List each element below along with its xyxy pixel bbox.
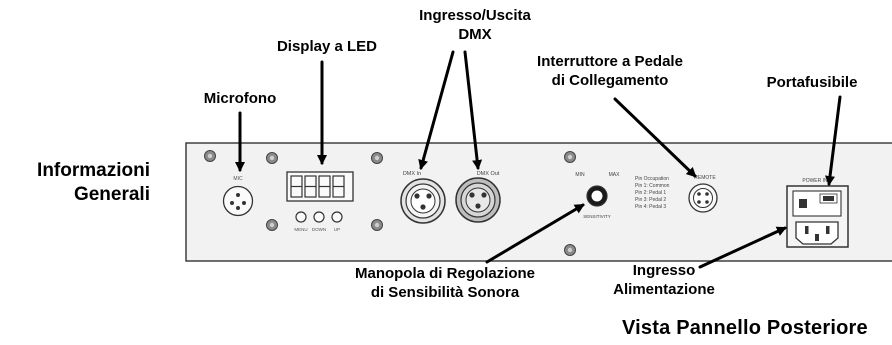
microphone-port: MIC — [222, 176, 254, 217]
arrow-sensitivity — [485, 203, 585, 264]
pin-line-3: Pin 3: Pedal 2 — [635, 197, 666, 203]
down-button-label: DOWN — [312, 227, 326, 232]
up-button[interactable] — [331, 211, 343, 223]
callout-led-display: Display a LED — [276, 38, 378, 55]
led-display — [286, 171, 354, 202]
mic-label: MIC — [233, 176, 243, 182]
remote-label: REMOTE — [694, 175, 716, 181]
callout-microphone: Microfono — [203, 90, 277, 107]
dmx-out-connector: DMX Out — [455, 171, 501, 223]
menu-button-label: MENU — [294, 227, 307, 232]
power-in-label: POWER IN — [802, 178, 828, 184]
pin-line-4: Pin 4: Pedal 3 — [635, 204, 666, 210]
pin-occupation-text: Pin Occupation Pin 1: Common Pin 2: Peda… — [635, 176, 670, 210]
section-title-line2: Generali — [73, 184, 150, 205]
arrow-dmx-out — [463, 50, 483, 170]
callout-fuse-holder: Portafusibile — [766, 74, 858, 91]
callout-dmx: Ingresso/Uscita DMX — [419, 7, 531, 43]
sensitivity-knob[interactable] — [586, 185, 608, 207]
arrow-fuse-holder — [825, 95, 842, 186]
down-button[interactable] — [313, 211, 325, 223]
dmx-out-label: DMX Out — [477, 171, 500, 177]
knob-label: SENSITIVITY — [583, 214, 611, 219]
callout-power-input: Ingresso Alimentazione — [613, 262, 715, 298]
view-title: Vista Pannello Posteriore — [622, 317, 868, 339]
fuse-holder — [819, 193, 838, 204]
callout-footswitch: Interruttore a Pedale di Collegamento — [537, 53, 683, 89]
menu-button[interactable] — [295, 211, 307, 223]
footswitch-connector: REMOTE — [688, 175, 718, 213]
arrow-footswitch — [613, 97, 697, 178]
knob-min-label: MIN — [575, 172, 585, 178]
callout-sensitivity-knob: Manopola di Regolazione di Sensibilità S… — [354, 265, 535, 301]
arrow-power-input — [698, 226, 787, 269]
knob-max-label: MAX — [609, 172, 621, 178]
up-button-label: UP — [334, 227, 340, 232]
rear-panel — [185, 142, 892, 262]
section-title-line1: Informazioni — [37, 160, 150, 181]
arrow-dmx-in — [418, 50, 455, 170]
power-inlet: POWER IN — [786, 178, 849, 248]
pin-line-2: Pin 2: Pedal 1 — [635, 190, 666, 196]
dmx-in-label: DMX In — [403, 171, 421, 177]
dmx-in-connector: DMX In — [400, 171, 446, 224]
pin-line-1: Pin 1: Common — [635, 183, 670, 189]
section-title: Informazioni Generali — [37, 159, 150, 207]
pin-line-0: Pin Occupation — [635, 176, 669, 182]
